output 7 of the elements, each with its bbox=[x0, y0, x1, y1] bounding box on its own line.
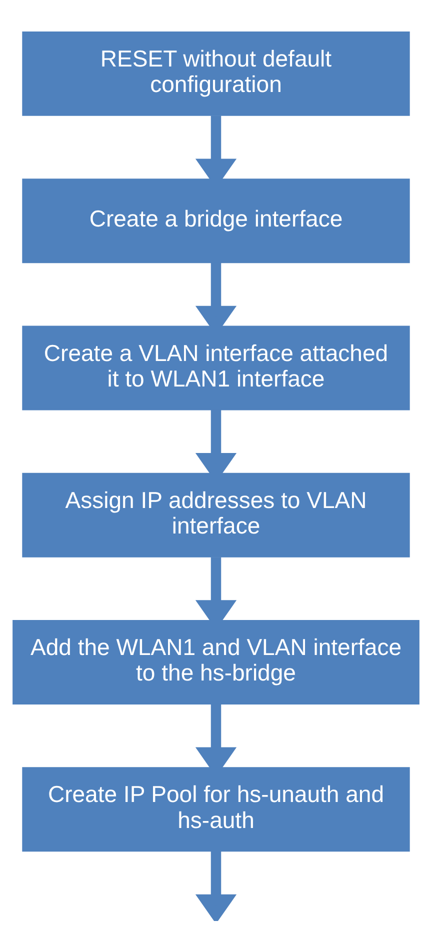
node-box: Assign IP addresses to VLAN interface bbox=[22, 472, 410, 557]
node-box: Create IP Pool for hs-unauth and hs-auth bbox=[22, 766, 410, 852]
arrow bbox=[195, 850, 237, 920]
node-box: Create a bridge interface bbox=[22, 178, 410, 263]
node-box: Create a VLAN interface attached it to WLAN1 interface bbox=[22, 325, 410, 410]
node-box: RESET without default configuration bbox=[22, 30, 410, 116]
node-box: Add the WLAN1 and VLAN interface to the hs-bridge bbox=[12, 620, 420, 704]
